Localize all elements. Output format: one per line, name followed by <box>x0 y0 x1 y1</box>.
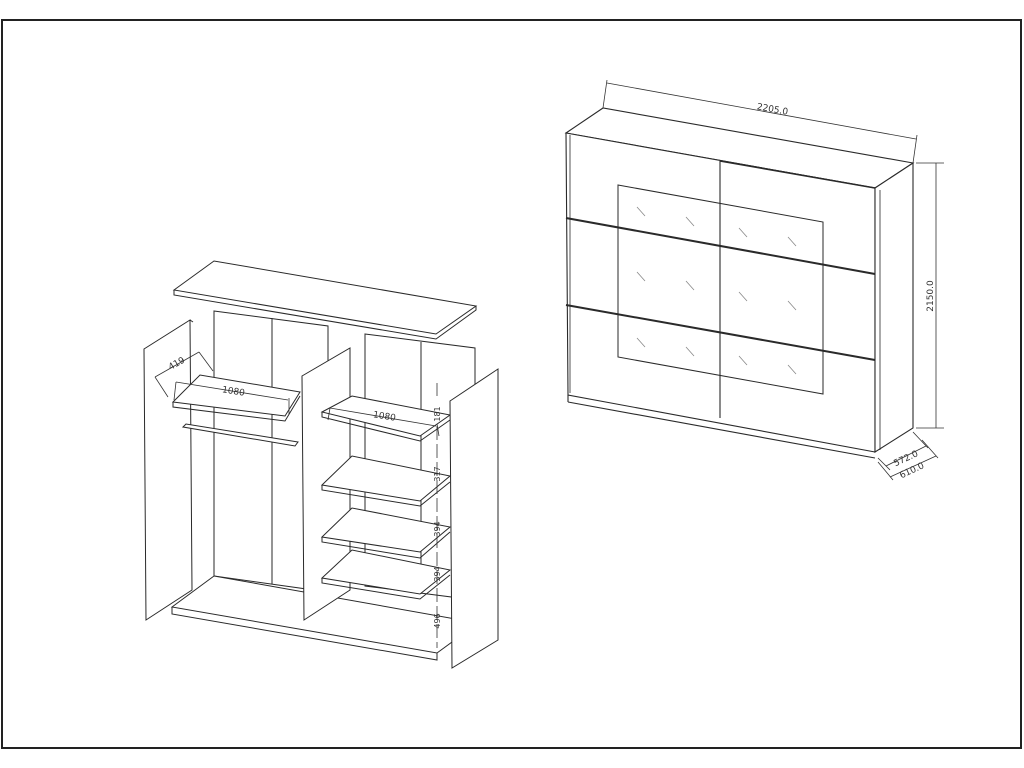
closed-wardrobe-view <box>564 107 915 459</box>
hanging-rail <box>181 423 299 447</box>
right-shelf-4 <box>320 549 452 595</box>
open-view-dimensions <box>154 351 440 648</box>
height-dimension-label: 2150.0 <box>926 280 936 312</box>
open-wardrobe-view <box>143 260 499 669</box>
width-dimension-label: 2205.0 <box>756 102 789 117</box>
right-door <box>449 368 499 669</box>
right-shelf-3 <box>320 507 452 553</box>
wardrobe-side-face <box>874 161 914 453</box>
spacing-496-label: 496 <box>433 613 442 628</box>
spacing-394-label-1: 394 <box>433 521 442 536</box>
sheet-border <box>1 19 1022 749</box>
spacing-394-label-2: 394 <box>433 566 442 581</box>
spacing-317-label: 317 <box>433 466 442 481</box>
mirror-glint-icons <box>636 206 797 375</box>
spacing-181-label: 181 <box>433 406 442 421</box>
left-shelf <box>171 374 301 417</box>
right-shelf-width-label: 1080 <box>372 410 396 424</box>
left-shelf-width-label: 1080 <box>221 385 245 399</box>
mirror-panel <box>617 184 824 395</box>
closed-view-dimensions <box>602 79 944 481</box>
right-shelf-2 <box>320 455 452 502</box>
